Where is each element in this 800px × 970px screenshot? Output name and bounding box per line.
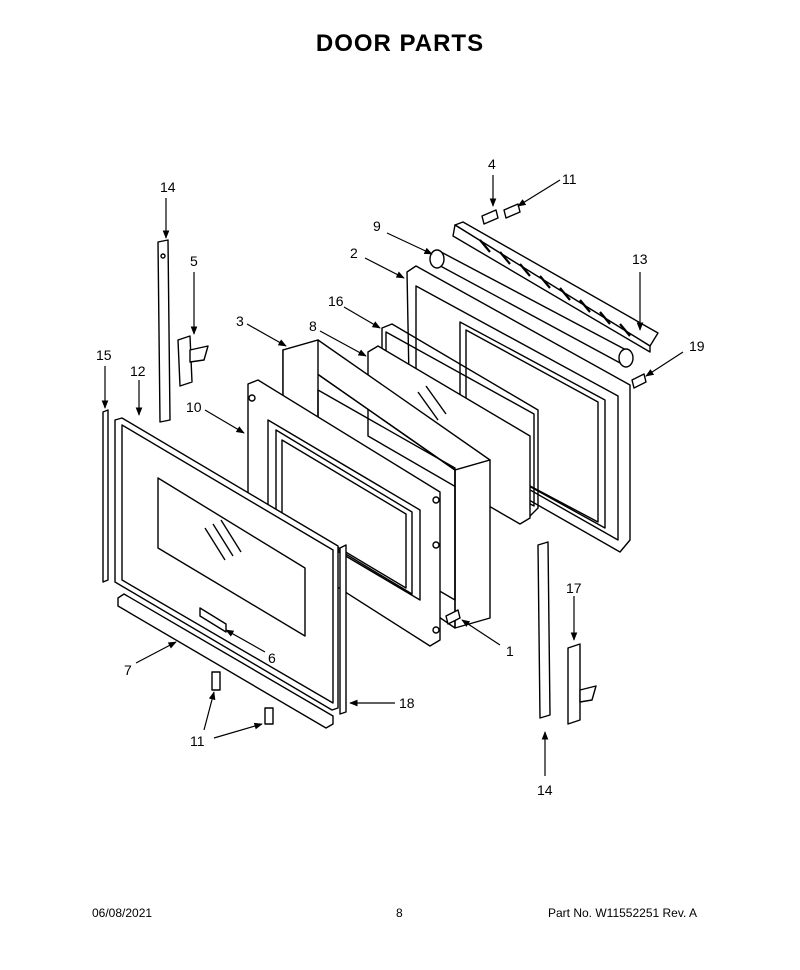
callout-14-top: 14: [160, 179, 176, 195]
part-screws: [211, 203, 647, 725]
callout-4: 4: [488, 156, 496, 172]
callout-18: 18: [399, 695, 415, 711]
callout-labels: 14 5 4 11 9 2 13 16 3 8 19 15 12 10 1 6 …: [96, 156, 705, 798]
callout-15: 15: [96, 347, 112, 363]
callout-3: 3: [236, 313, 244, 329]
part-hinge-left: [177, 335, 209, 387]
callout-16: 16: [328, 293, 344, 309]
footer-page-number: 8: [396, 906, 403, 920]
part-hinge-right: [567, 643, 597, 725]
part-outer-door: [114, 417, 339, 711]
callout-14-bottom: 14: [537, 782, 553, 798]
callout-13: 13: [632, 251, 648, 267]
footer-part-number: Part No. W11552251 Rev. A: [548, 906, 697, 920]
callout-5: 5: [190, 253, 198, 269]
callout-2: 2: [350, 245, 358, 261]
callout-10: 10: [186, 399, 202, 415]
part-hinge-receiver-left: [157, 239, 171, 423]
callout-8: 8: [309, 318, 317, 334]
callout-17: 17: [566, 580, 582, 596]
callout-7: 7: [124, 662, 132, 678]
leader-lines: [101, 175, 684, 776]
part-vent-trim: [452, 221, 659, 353]
footer-date: 06/08/2021: [92, 906, 153, 920]
part-left-trim: [102, 409, 109, 583]
part-hinge-receiver-right: [537, 541, 551, 719]
callout-11-top: 11: [562, 171, 577, 187]
callout-11-bottom: 11: [190, 733, 205, 749]
callout-1: 1: [506, 643, 514, 659]
callout-6: 6: [268, 650, 276, 666]
page-title: DOOR PARTS: [315, 30, 485, 57]
callout-9: 9: [373, 218, 381, 234]
part-right-trim: [339, 544, 347, 715]
callout-12: 12: [130, 363, 146, 379]
part-air-tube: [429, 249, 634, 368]
part-bottom-trim: [117, 593, 334, 729]
callout-19: 19: [689, 338, 705, 354]
